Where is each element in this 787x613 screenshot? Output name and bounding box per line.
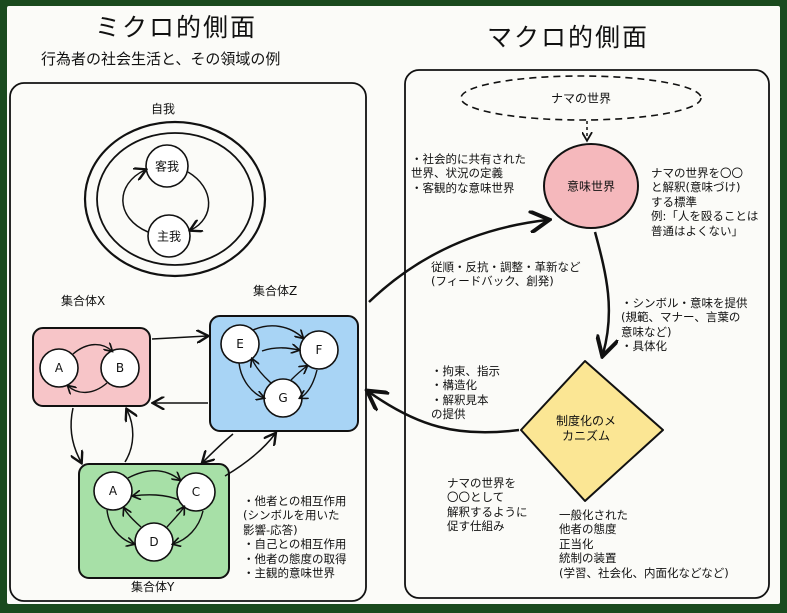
group-z-node-f-label: F — [315, 343, 323, 357]
macro-left-mid-notes: ・拘束、指示・構造化 ・解釈見本の提供 — [431, 364, 500, 422]
group-y-label: 集合体Y — [131, 580, 175, 594]
self-label: 自我 — [151, 102, 176, 116]
self-arrow-left — [122, 170, 148, 233]
macro-title: マクロ的側面 — [487, 23, 650, 52]
self-inner-circle — [96, 132, 254, 266]
group-z-label: 集合体Z — [253, 284, 298, 298]
self-outer-circle — [83, 120, 267, 278]
raw-world-label: ナマの世界 — [550, 91, 612, 106]
group-x-label: 集合体X — [61, 294, 106, 308]
meaning-world-node — [543, 143, 639, 229]
meaning-world-label: 意味世界 — [566, 179, 616, 194]
group-y-node-c — [176, 472, 216, 512]
diagram-canvas: ミクロ的側面 行為者の社会生活と、その領域の例 マクロ的側面 自我 客我 主我 … — [7, 6, 780, 604]
object-self-label: 客我 — [154, 159, 180, 174]
micro-panel — [9, 82, 367, 602]
raw-world-ellipse — [460, 75, 702, 121]
self-arrow-right — [188, 171, 210, 230]
group-x-node-a — [39, 348, 79, 388]
macro-arrow-upper-notes: 従順・反抗・調整・革新など(フィードバック、創発) — [431, 260, 581, 289]
group-y-node-c-label: C — [191, 485, 201, 499]
object-self-node — [145, 144, 189, 188]
institution-label: 制度化のメカニズム — [555, 414, 616, 443]
subject-self-node — [147, 214, 191, 258]
macro-panel — [404, 69, 770, 599]
group-x-node-b-label: B — [115, 361, 125, 375]
macro-left-top-notes: ・社会的に共有された世界、状況の定義・客観的な意味世界 — [411, 152, 526, 195]
micro-subtitle: 行為者の社会生活と、その領域の例 — [41, 50, 281, 68]
group-y-node-a-label: A — [108, 484, 118, 498]
subject-self-label: 主我 — [156, 229, 182, 244]
group-z-node-e — [220, 324, 260, 364]
institution-node — [520, 360, 664, 502]
micro-notes: ・他者との相互作用(シンボルを用いた影響-応答) ・自己との相互作用・他者の態度… — [243, 494, 347, 580]
group-y-node-d-label: D — [149, 535, 159, 549]
macro-right-mid-notes: ・シンボル・意味を提供(規範、マナー、言葉の 意味など)・具体化 — [621, 296, 748, 354]
group-z-node-g-label: G — [278, 391, 288, 405]
group-z-node-e-label: E — [236, 337, 244, 351]
macro-right-top-notes: ナマの世界を〇〇と解釈(意味づけ)する標準 例:「人を殴ることは普通はよくない」 — [651, 166, 759, 238]
macro-bottom-left-notes: ナマの世界を〇〇として 解釈するように促す仕組み — [447, 476, 528, 534]
micro-title: ミクロ的側面 — [95, 13, 258, 42]
diagram-shapes — [9, 69, 770, 602]
group-x-node-b — [100, 348, 140, 388]
group-x-node-a-label: A — [54, 361, 64, 375]
macro-bottom-right-notes: 一般化された他者の態度 正当化統制の装置 (学習、社会化、内面化などなど) — [559, 508, 729, 580]
